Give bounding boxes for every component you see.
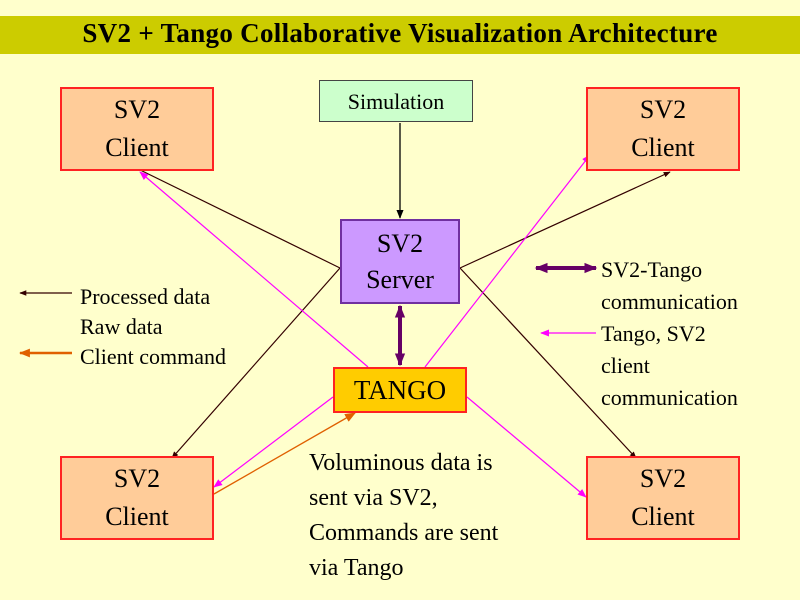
note-line4: via Tango (309, 555, 404, 581)
note-line2: sent via SV2, (309, 485, 438, 511)
tango-label: TANGO (353, 374, 447, 405)
title-bar (0, 16, 800, 54)
arrow-client-command-bl-to-tango (213, 412, 356, 495)
arrow-tango-to-client-tr (424, 154, 591, 368)
client-label-line1: SV2 (639, 95, 687, 124)
client-label-line1: SV2 (113, 464, 161, 493)
arrow-server-to-client-tr (459, 171, 671, 269)
simulation-node: Simulation (319, 80, 473, 122)
client-label-line2: Client (105, 502, 169, 531)
simulation-label: Simulation (347, 89, 445, 114)
arrow-server-to-client-tl (129, 164, 341, 269)
legend-tango-client-line2: client (601, 353, 650, 378)
client-label-line1: SV2 (113, 95, 161, 124)
client-label-line2: Client (631, 133, 695, 162)
legend-left: Processed data Raw data Client command (80, 282, 226, 372)
note-text: Voluminous data is sent via SV2, Command… (309, 446, 498, 586)
client-label-line2: Client (105, 133, 169, 162)
legend-processed-data: Processed data (80, 284, 211, 309)
arrow-server-to-client-bl (171, 267, 341, 459)
client-label-line2: Client (631, 502, 695, 531)
arrow-tango-to-client-br (466, 396, 587, 498)
arrow-tango-to-client-tl (139, 171, 369, 368)
diagram-title: SV2 + Tango Collaborative Visualization … (82, 18, 718, 48)
legend-raw-data: Raw data (80, 314, 163, 339)
arrow-server-to-client-br (459, 267, 637, 459)
legend-tango-client-line1: Tango, SV2 (601, 321, 706, 346)
tango-node: TANGO (333, 367, 467, 413)
legend-right: SV2-Tango communication Tango, SV2 clien… (601, 254, 738, 414)
legend-client-command: Client command (80, 344, 227, 369)
legend-sv2-tango-line1: SV2-Tango (601, 257, 703, 282)
arrow-tango-to-client-bl (213, 396, 334, 488)
note-line1: Voluminous data is (309, 450, 493, 476)
legend-tango-client-line3: communication (601, 385, 738, 410)
server-label-line1: SV2 (376, 228, 424, 258)
note-line3: Commands are sent (309, 520, 499, 546)
client-label-line1: SV2 (639, 464, 687, 493)
legend-sv2-tango-line2: communication (601, 289, 738, 314)
server-label-line2: Server (366, 264, 434, 294)
